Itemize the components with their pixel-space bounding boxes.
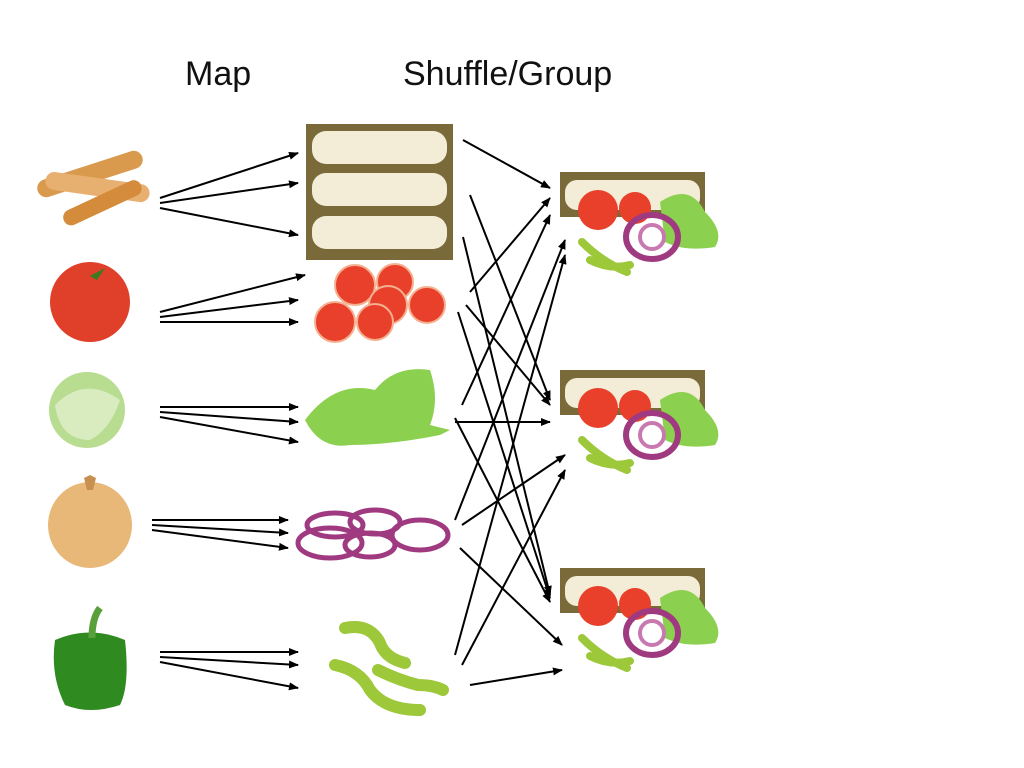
arrow bbox=[459, 547, 563, 646]
arrow bbox=[151, 524, 289, 537]
arrow bbox=[159, 416, 299, 445]
shuffle-group-heading: Shuffle/Group bbox=[403, 55, 613, 93]
arrow bbox=[159, 297, 299, 318]
sandwich-icon bbox=[560, 172, 718, 272]
tomato-slices-icon bbox=[314, 263, 446, 343]
arrow bbox=[159, 207, 299, 238]
onion-icon bbox=[48, 475, 132, 568]
arrow bbox=[159, 273, 306, 313]
arrow bbox=[465, 304, 551, 406]
sandwich-icon bbox=[560, 568, 718, 668]
arrow bbox=[461, 469, 566, 666]
arrow bbox=[159, 661, 299, 691]
bread-slices-icon bbox=[306, 124, 453, 260]
arrow bbox=[469, 667, 563, 686]
arrow bbox=[454, 417, 551, 603]
arrow bbox=[461, 214, 551, 406]
map-heading: Map bbox=[185, 55, 252, 93]
green-pepper-icon bbox=[53, 605, 127, 710]
arrow bbox=[151, 529, 289, 551]
arrow bbox=[454, 254, 567, 656]
arrow bbox=[462, 236, 552, 596]
arrows bbox=[151, 139, 567, 691]
pepper-strips-icon bbox=[329, 621, 449, 716]
arrow bbox=[454, 239, 566, 521]
lettuce-icon bbox=[49, 372, 125, 448]
baguette-icon bbox=[37, 150, 150, 226]
arrow bbox=[469, 194, 551, 401]
arrow bbox=[457, 311, 552, 599]
arrow bbox=[159, 656, 299, 669]
arrow bbox=[159, 411, 299, 426]
onion-rings-icon bbox=[295, 507, 451, 561]
arrow bbox=[159, 180, 299, 204]
lettuce-leaves-icon bbox=[305, 369, 450, 446]
sandwich-icon bbox=[560, 370, 718, 470]
arrow bbox=[159, 151, 299, 199]
tomato-icon bbox=[50, 262, 130, 342]
arrow bbox=[461, 454, 566, 526]
arrow bbox=[462, 139, 551, 189]
arrow bbox=[469, 197, 551, 293]
